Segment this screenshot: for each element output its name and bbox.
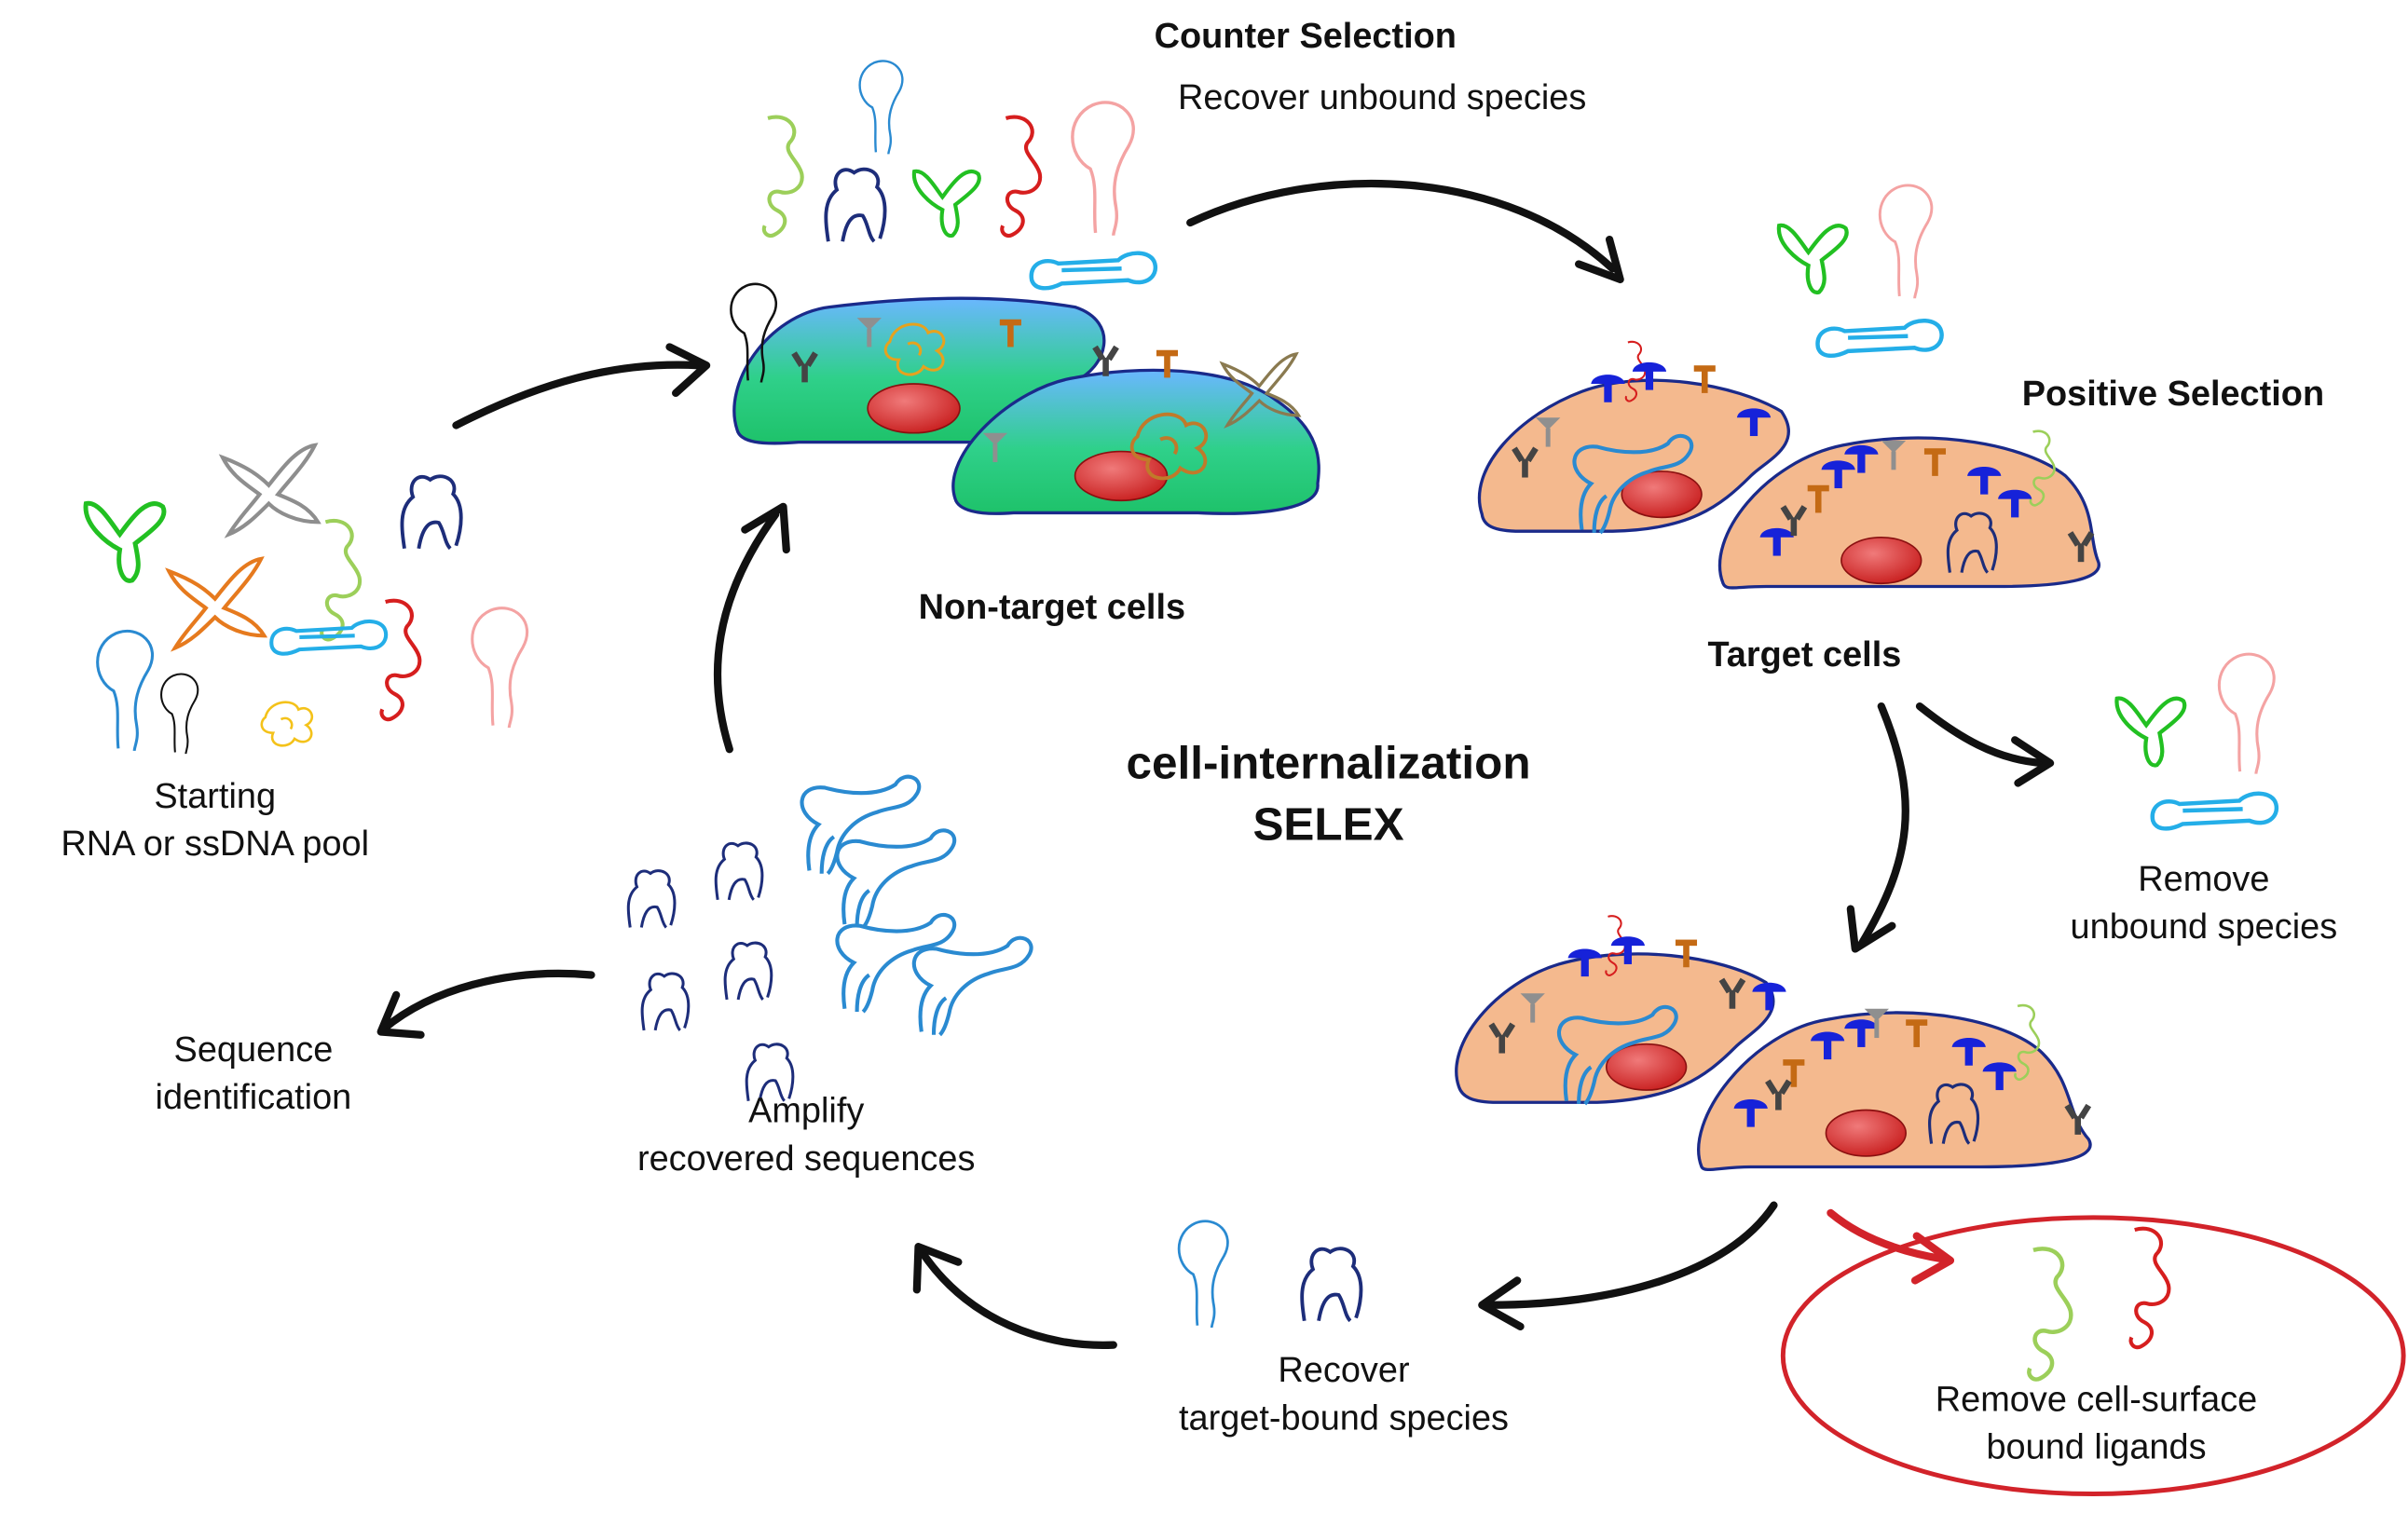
remove-unbound-label: Remove unbound species (2070, 858, 2338, 947)
target-cells-label: Target cells (1707, 634, 1902, 675)
positive-selection-label: Positive Selection (2021, 373, 2325, 414)
removed-unbound-aptamers (2116, 652, 2276, 828)
red-arrow (1827, 1208, 1955, 1285)
nucleus-icon (867, 383, 961, 434)
cycle-arrows (376, 179, 2055, 1349)
removed-surface-ligands (1780, 1215, 2406, 1496)
target-cells-bottom (1455, 916, 2092, 1172)
highlight-ellipse (1780, 1215, 2406, 1496)
nucleus-icon (1840, 536, 1922, 585)
starting-pool-label: Starting RNA or ssDNA pool (61, 775, 370, 864)
target-cells-top (1477, 342, 2100, 590)
non-target-cell-2 (951, 368, 1320, 515)
arrow-to-sequence-id (379, 969, 595, 1033)
non-target-cells-label: Non-target cells (918, 586, 1186, 627)
arrow-target-down (1857, 702, 1909, 948)
counter-selection-title: Counter Selection (1154, 15, 1457, 56)
nucleus-icon (1074, 450, 1169, 502)
arrow-pool-to-nontarget (452, 361, 703, 429)
center-title: cell-internalization SELEX (1126, 738, 1531, 851)
arrow-amplify-up (713, 510, 780, 754)
arrow-target-to-unbound (1915, 702, 2046, 768)
arrow-counter-to-target (1186, 179, 1617, 273)
amplify-label: Amplify recovered sequences (636, 1090, 976, 1179)
arrow-recover-to-amplify (917, 1247, 1117, 1349)
remove-surface-label: Remove cell-surface bound ligands (1935, 1378, 2258, 1466)
counter-selection-subtitle: Recover unbound species (1178, 76, 1587, 117)
sequence-identification-label: Sequence identification (155, 1029, 352, 1117)
non-target-cells (729, 282, 1320, 515)
recover-label: Recover target-bound species (1178, 1349, 1510, 1438)
nucleus-icon (1621, 470, 1703, 519)
nucleus-icon (1605, 1043, 1688, 1091)
recovered-target-bound (1179, 1221, 1363, 1328)
arrow-to-recover (1485, 1201, 1778, 1309)
nucleus-icon (1825, 1109, 1907, 1157)
amplified-sequences (626, 777, 1031, 1103)
starting-pool-aptamers (86, 445, 529, 756)
unbound-after-counter (1779, 184, 1942, 356)
